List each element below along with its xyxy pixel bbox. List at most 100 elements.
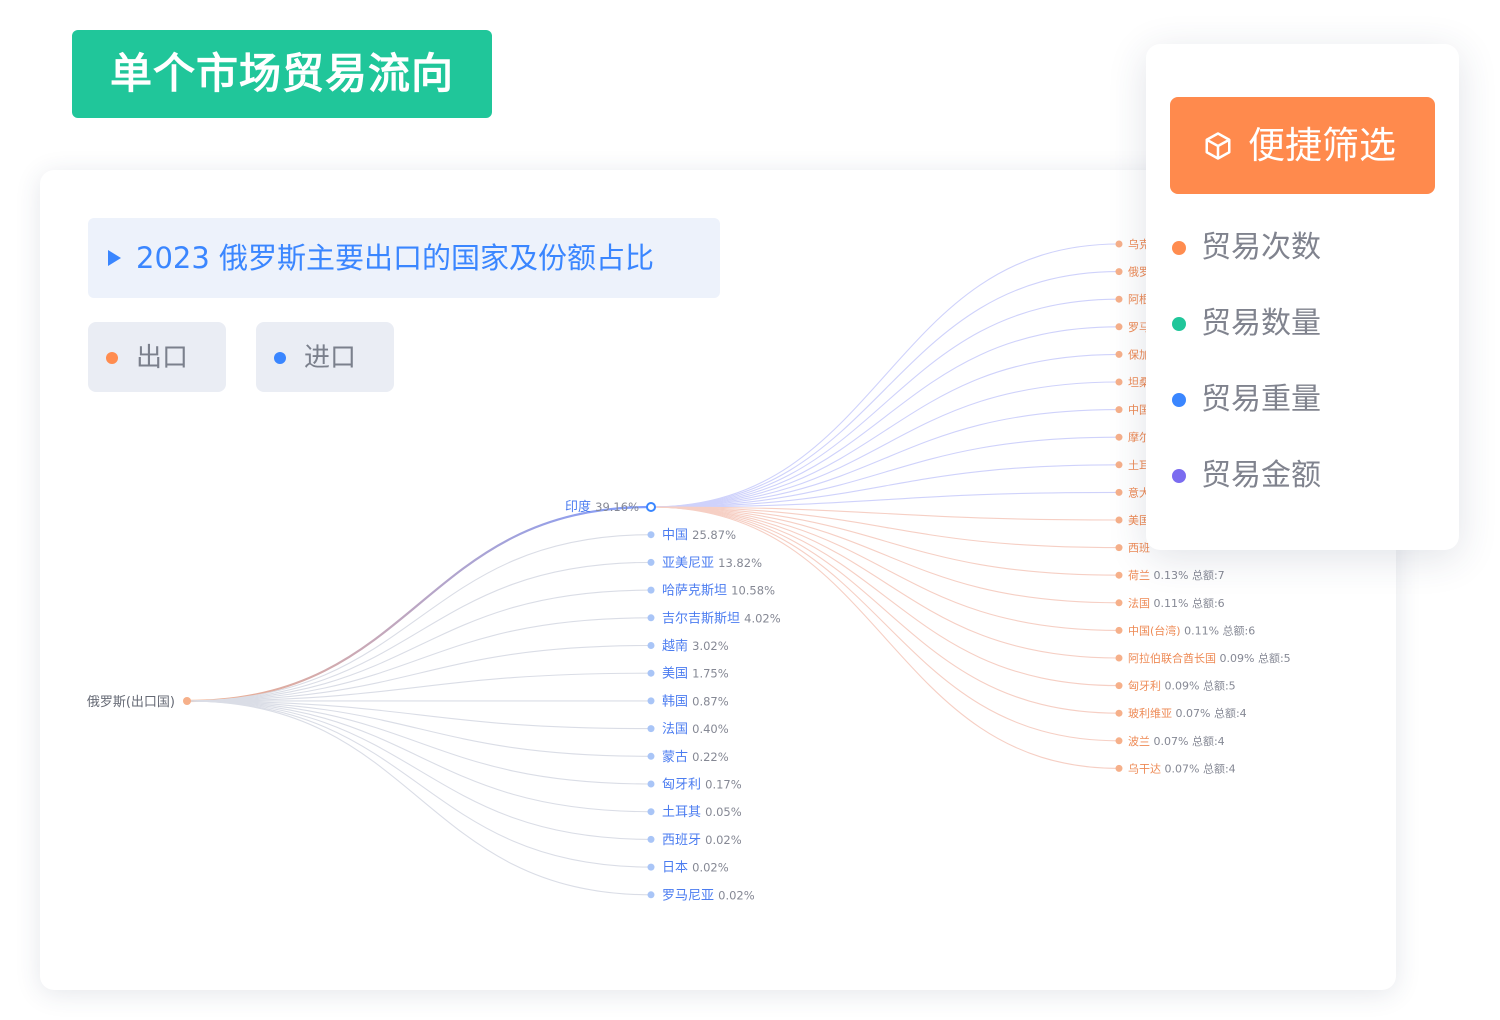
tree-link — [650, 271, 1120, 508]
tree-node-label: 意大 — [1128, 485, 1150, 499]
chart-title-box: 2023 俄罗斯主要出口的国家及份额占比 — [88, 218, 720, 298]
tree-node-label: 美国 — [1128, 514, 1150, 527]
tree-node — [647, 697, 655, 705]
tree-node-label: 哈萨克斯坦 10.58% — [662, 584, 775, 599]
tree-node-label: 罗马尼亚 0.02% — [662, 888, 755, 903]
tree-link — [650, 506, 1120, 742]
tree-link — [186, 700, 652, 785]
tree-link — [186, 589, 652, 702]
tree-node — [1115, 433, 1123, 441]
tree-link — [186, 505, 652, 703]
tree-node — [1115, 488, 1123, 496]
tree-node — [647, 642, 655, 649]
cube-icon — [1205, 132, 1231, 160]
tree-node — [1115, 682, 1123, 690]
tree-link — [650, 506, 1120, 687]
tree-node — [1115, 240, 1123, 248]
tree-link — [650, 353, 1120, 508]
tree-node — [647, 752, 655, 760]
tree-node — [647, 780, 655, 788]
tree-node — [647, 586, 655, 594]
tree-node-label: 印度 39.16% — [565, 499, 639, 515]
tree-link — [186, 700, 652, 840]
tree-node — [1115, 737, 1123, 745]
tree-node — [647, 558, 655, 566]
dot-icon — [1172, 317, 1186, 331]
tree-node-label: 韩国 0.87% — [662, 694, 729, 709]
tab-import-label: 进口 — [304, 343, 357, 373]
tree-node-label: 美国 1.75% — [662, 667, 729, 682]
tab-import[interactable]: 进口 — [256, 322, 394, 392]
tree-node — [647, 614, 655, 622]
play-triangle-icon — [108, 250, 121, 266]
tree-node-label: 亚美尼亚 13.82% — [662, 556, 762, 571]
tree-node-label: 中国(台湾) 0.11% 总额:6 — [1128, 623, 1255, 637]
tree-node — [1115, 654, 1123, 662]
dot-icon — [1172, 241, 1186, 255]
import-dot-icon — [274, 352, 286, 364]
tree-node — [647, 835, 655, 843]
tree-node — [1115, 599, 1123, 607]
dot-icon — [1172, 469, 1186, 483]
filter-option-trade-amount[interactable]: 贸易金额 — [1168, 446, 1438, 506]
quick-filter-panel: 便捷筛选 贸易次数 贸易数量 贸易重量 贸易金额 — [1146, 44, 1459, 550]
tree-node — [647, 669, 655, 677]
tree-link — [186, 672, 652, 702]
tree-link — [186, 534, 652, 702]
tree-link — [186, 700, 652, 868]
tree-node — [1115, 461, 1123, 469]
tree-node-label: 中国 — [1128, 404, 1150, 417]
filter-option-trade-quantity[interactable]: 贸易数量 — [1168, 294, 1438, 354]
tree-node-label: 法国 0.11% 总额:6 — [1128, 596, 1225, 610]
tree-node-label: 阿根 — [1128, 292, 1150, 306]
tree-node-label: 吉尔吉斯斯坦 4.02% — [662, 611, 781, 626]
tree-link — [650, 409, 1120, 508]
tree-link — [650, 506, 1120, 631]
tree-node — [646, 502, 656, 512]
tree-node-label: 中国 25.87% — [662, 528, 736, 543]
tree-node — [1115, 516, 1123, 524]
tree-node-label: 阿拉伯联合酋长国 0.09% 总额:5 — [1128, 651, 1291, 665]
tree-node-label: 土耳 — [1128, 459, 1150, 472]
tree-node — [1115, 350, 1123, 358]
tree-node — [647, 808, 655, 816]
tree-link — [650, 326, 1120, 508]
page-headline: 单个市场贸易流向 — [72, 30, 492, 118]
export-dot-icon — [106, 352, 118, 364]
tree-node-label: 保加 — [1128, 347, 1150, 361]
tab-export[interactable]: 出口 — [88, 322, 226, 392]
tree-link — [186, 644, 652, 702]
dot-icon — [1172, 393, 1186, 407]
root-node — [183, 697, 191, 705]
tree-node — [1115, 323, 1123, 331]
tree-node-label: 乌干达 0.07% 总额:4 — [1128, 761, 1236, 775]
tree-link — [186, 700, 652, 813]
filter-option-trade-count[interactable]: 贸易次数 — [1168, 218, 1438, 278]
tree-link — [186, 617, 652, 702]
trade-tree-graph: 俄罗斯(出口国)印度 39.16%中国 25.87%亚美尼亚 13.82%哈萨克… — [87, 237, 1291, 903]
tree-link — [650, 506, 1120, 604]
tree-node — [647, 725, 655, 733]
tree-node-label: 乌克 — [1128, 237, 1150, 251]
tree-node — [1115, 295, 1123, 303]
quick-filter-button[interactable]: 便捷筛选 — [1170, 97, 1435, 194]
tree-node-label: 土耳其 0.05% — [662, 805, 742, 820]
tree-node — [647, 891, 655, 899]
tree-node — [1115, 709, 1123, 717]
option-label: 贸易重量 — [1201, 382, 1321, 417]
tree-node-label: 西班 — [1128, 542, 1150, 555]
tree-node-label: 坦桑 — [1128, 375, 1150, 389]
tree-node — [1115, 378, 1123, 386]
tree-node-label: 摩尔 — [1128, 430, 1150, 444]
tree-link — [650, 506, 1120, 659]
tree-node-label: 俄罗 — [1128, 266, 1150, 279]
tree-node — [1115, 571, 1123, 579]
tree-link — [650, 436, 1120, 508]
tree-link — [186, 561, 652, 702]
tree-node — [647, 531, 655, 539]
filter-option-trade-weight[interactable]: 贸易重量 — [1168, 370, 1438, 430]
option-label: 贸易数量 — [1201, 306, 1321, 341]
tree-node-label: 法国 0.40% — [662, 722, 729, 737]
tree-link — [186, 700, 652, 896]
tree-node-label: 罗马 — [1128, 321, 1150, 334]
